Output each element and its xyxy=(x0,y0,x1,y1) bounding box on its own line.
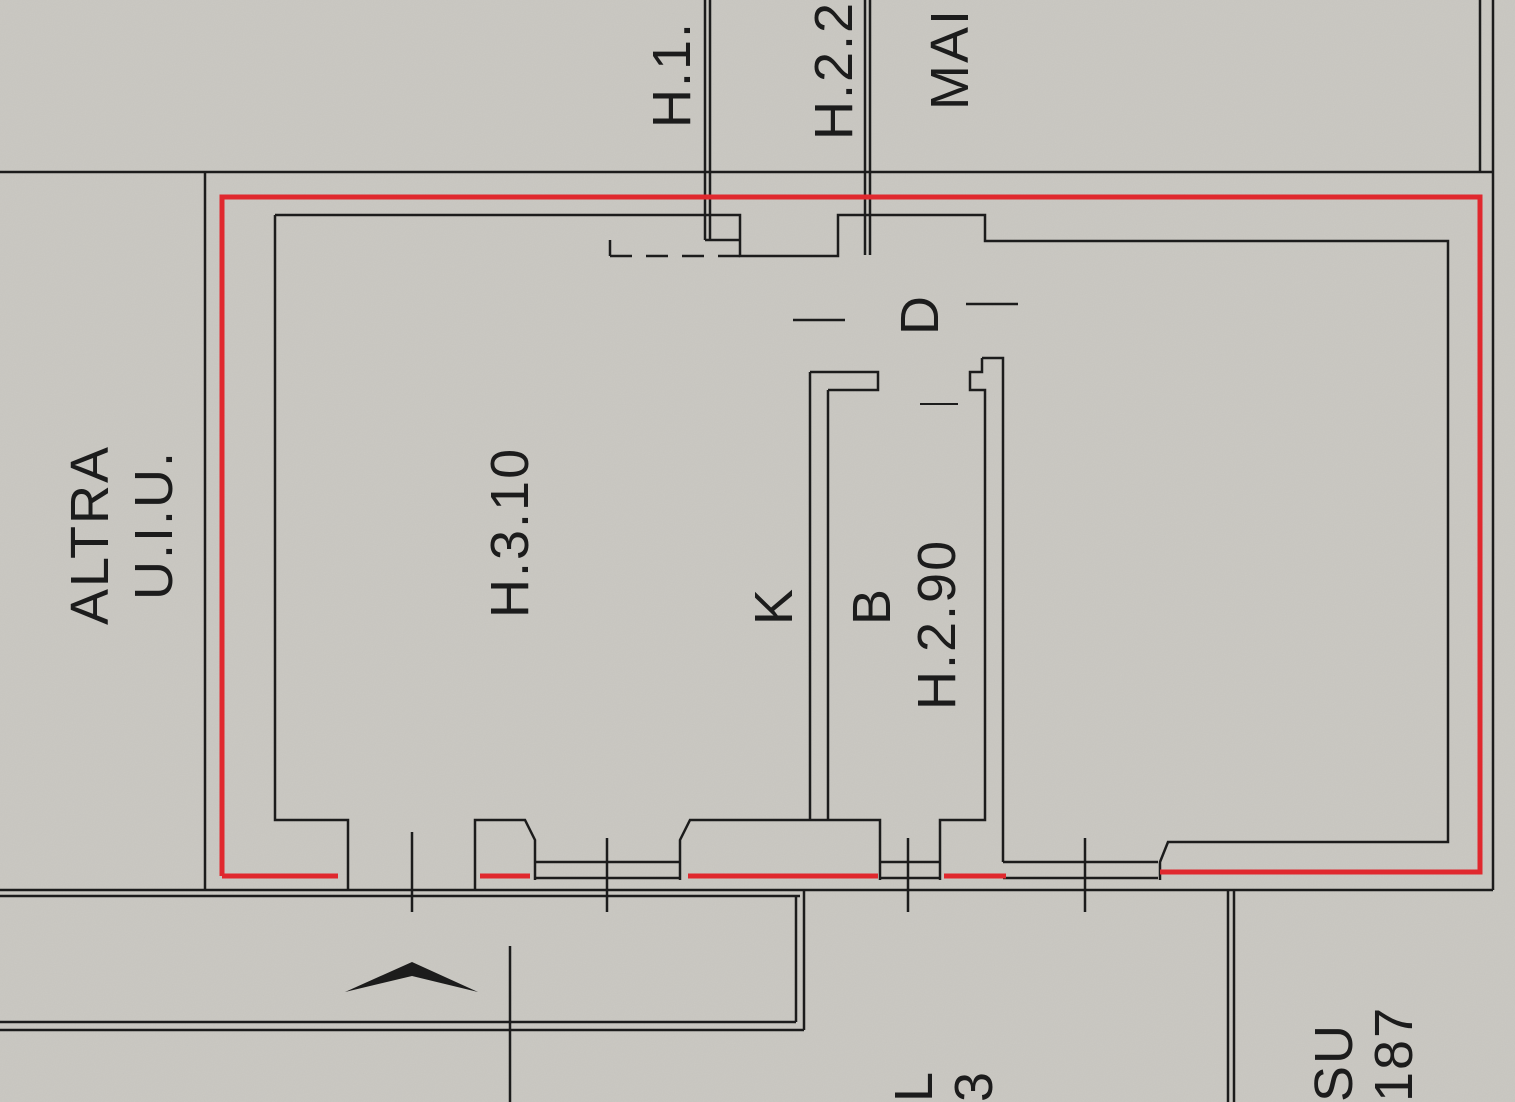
label-height-top-1: H.1. xyxy=(642,21,702,128)
label-height-top-2: H.2.2 xyxy=(804,1,864,140)
label-door: D xyxy=(890,294,950,335)
label-187: 187 xyxy=(1364,1006,1424,1102)
entry-arrow-icon xyxy=(345,962,478,992)
label-partial-3: 3 xyxy=(944,1070,1004,1102)
label-su: SU xyxy=(1304,1023,1364,1102)
opening-marks xyxy=(410,302,1087,912)
label-mar: MAI xyxy=(920,8,980,110)
label-altra: ALTRA xyxy=(60,445,120,625)
label-uiu: U.I.U. xyxy=(124,450,184,600)
label-bath: B xyxy=(842,587,902,625)
label-height-bath: H.2.90 xyxy=(907,539,967,710)
label-partial-l: L xyxy=(884,1070,944,1102)
highlight-outline xyxy=(219,194,1483,879)
label-kitchen: K xyxy=(744,587,804,625)
label-height-main: H.3.10 xyxy=(480,447,540,618)
labels: ALTRA U.I.U. H.3.10 K B H.2.90 D H.1. H.… xyxy=(60,1,1424,1102)
